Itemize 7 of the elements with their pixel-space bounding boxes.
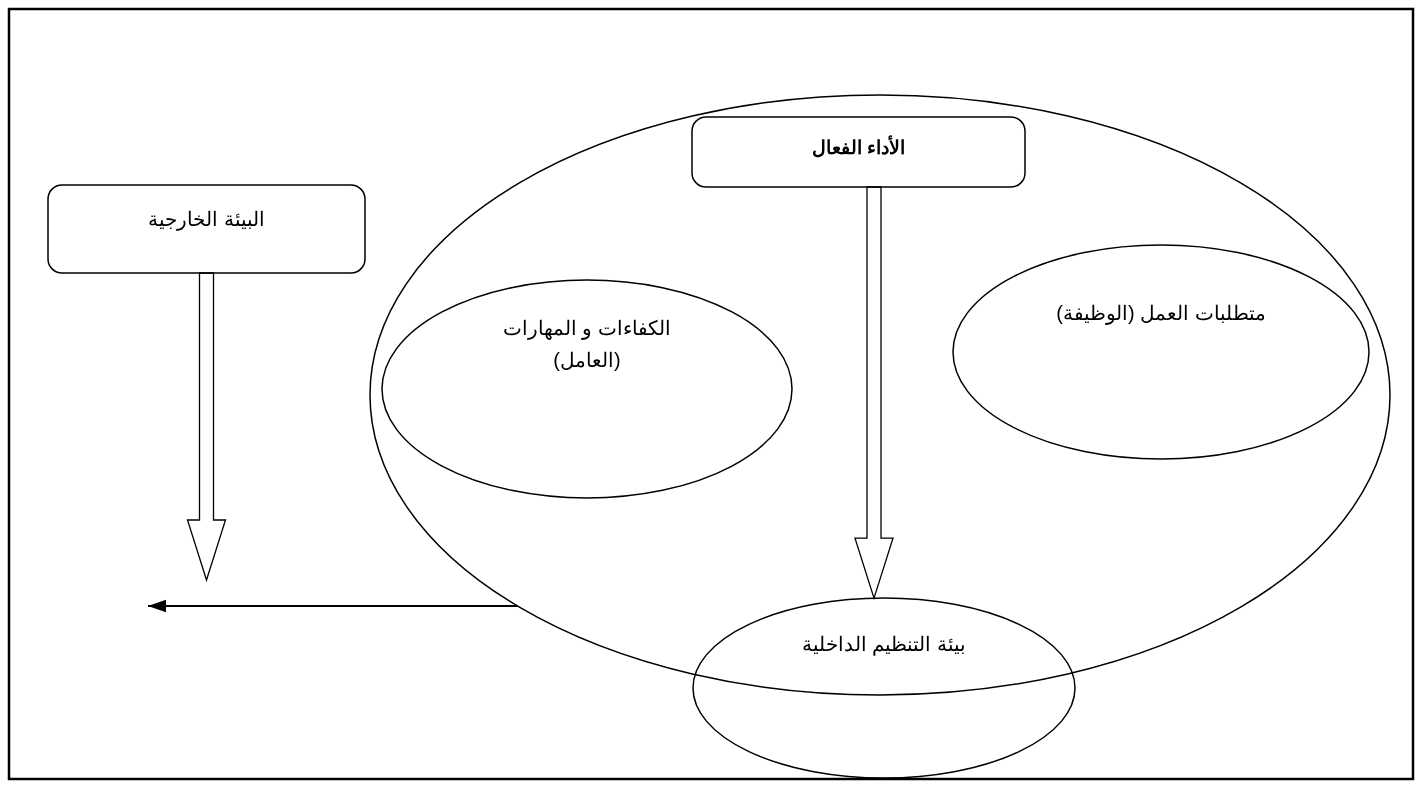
arrow (147, 599, 519, 613)
node-label: متطلبات العمل (الوظيفة) (1056, 301, 1266, 327)
node-label: بيئة التنظيم الداخلية (801, 632, 967, 658)
block-arrow (186, 272, 227, 583)
node-label: الكفاءات و المهارات (العامل) (501, 316, 673, 373)
node-label: البيئة الخارجية (148, 207, 265, 233)
node-label: الأداء الفعال (811, 134, 906, 160)
